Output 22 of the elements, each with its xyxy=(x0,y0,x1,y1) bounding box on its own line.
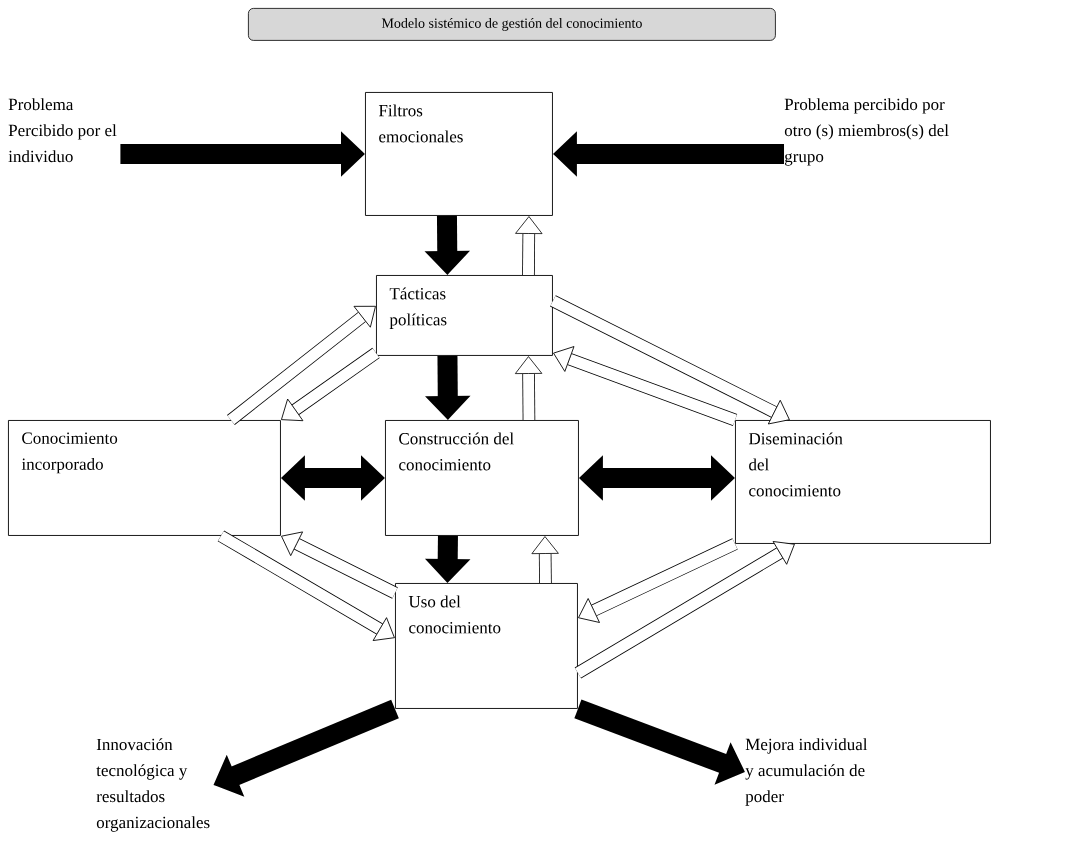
block-arrow xyxy=(515,216,543,276)
block-arrow xyxy=(281,531,398,599)
block-arrow xyxy=(553,346,738,426)
title-box: Modelo sistémico de gestión del conocimiento xyxy=(248,8,776,41)
process-box: Conocimiento incorporado xyxy=(8,420,281,536)
block-arrow xyxy=(217,530,395,641)
block-arrow xyxy=(550,295,790,425)
text-label: Problema percibido por otro (s) miembros(s) del grupo xyxy=(784,98,949,166)
block-arrow xyxy=(574,541,795,679)
process-box: Filtros emocionales xyxy=(365,92,553,216)
text-label: Innovación tecnológica y resultados organizacionales xyxy=(96,738,210,832)
text-label: Mejora individual y acumulación de poder xyxy=(745,738,868,806)
block-arrow xyxy=(578,538,738,623)
process-box: Tácticas políticas xyxy=(376,275,553,356)
process-box: Diseminación del conocimiento xyxy=(735,420,991,544)
block-arrow xyxy=(281,347,380,422)
block-arrow xyxy=(514,356,543,421)
process-box: Uso del conocimiento xyxy=(395,583,578,709)
block-arrow xyxy=(227,305,376,425)
block-arrow xyxy=(531,536,559,584)
process-box: Construcción del conocimiento xyxy=(385,420,579,536)
text-label: Problema Percibido por el individuo xyxy=(8,98,117,163)
